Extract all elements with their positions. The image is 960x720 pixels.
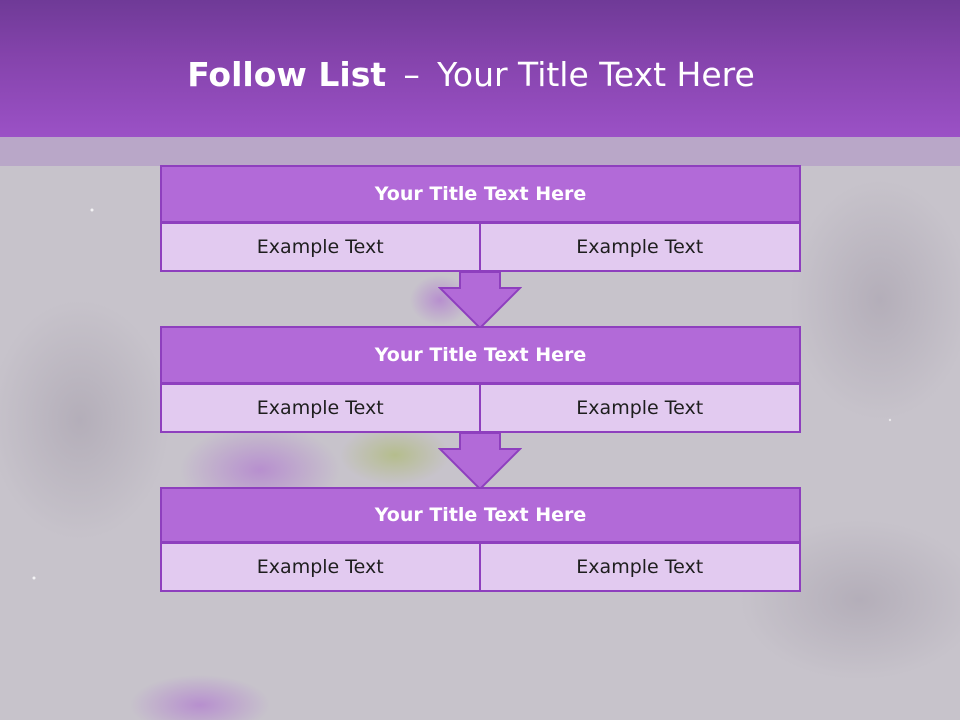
block-cells: Example Text Example Text	[160, 222, 801, 272]
block-cell-left: Example Text	[160, 542, 481, 592]
block-cells: Example Text Example Text	[160, 542, 801, 592]
title-bold: Follow List	[187, 55, 387, 94]
list-block-2: Your Title Text Here Example Text Exampl…	[160, 326, 801, 433]
arrow-down-icon	[438, 271, 522, 330]
block-title: Your Title Text Here	[160, 326, 801, 384]
block-cells: Example Text Example Text	[160, 383, 801, 433]
block-cell-right: Example Text	[478, 542, 801, 592]
header-bar	[0, 0, 960, 137]
block-cell-left: Example Text	[160, 383, 481, 433]
block-cell-left: Example Text	[160, 222, 481, 272]
list-block-3: Your Title Text Here Example Text Exampl…	[160, 487, 801, 592]
header-strip	[0, 137, 960, 166]
block-cell-right: Example Text	[478, 222, 801, 272]
title-rest: Your Title Text Here	[437, 55, 755, 94]
block-cell-right: Example Text	[478, 383, 801, 433]
title-separator: –	[403, 55, 420, 94]
block-title: Your Title Text Here	[160, 165, 801, 223]
block-title: Your Title Text Here	[160, 487, 801, 543]
slide-title: Follow List – Your Title Text Here	[0, 52, 942, 98]
arrow-down-icon	[438, 432, 522, 491]
list-block-1: Your Title Text Here Example Text Exampl…	[160, 165, 801, 272]
